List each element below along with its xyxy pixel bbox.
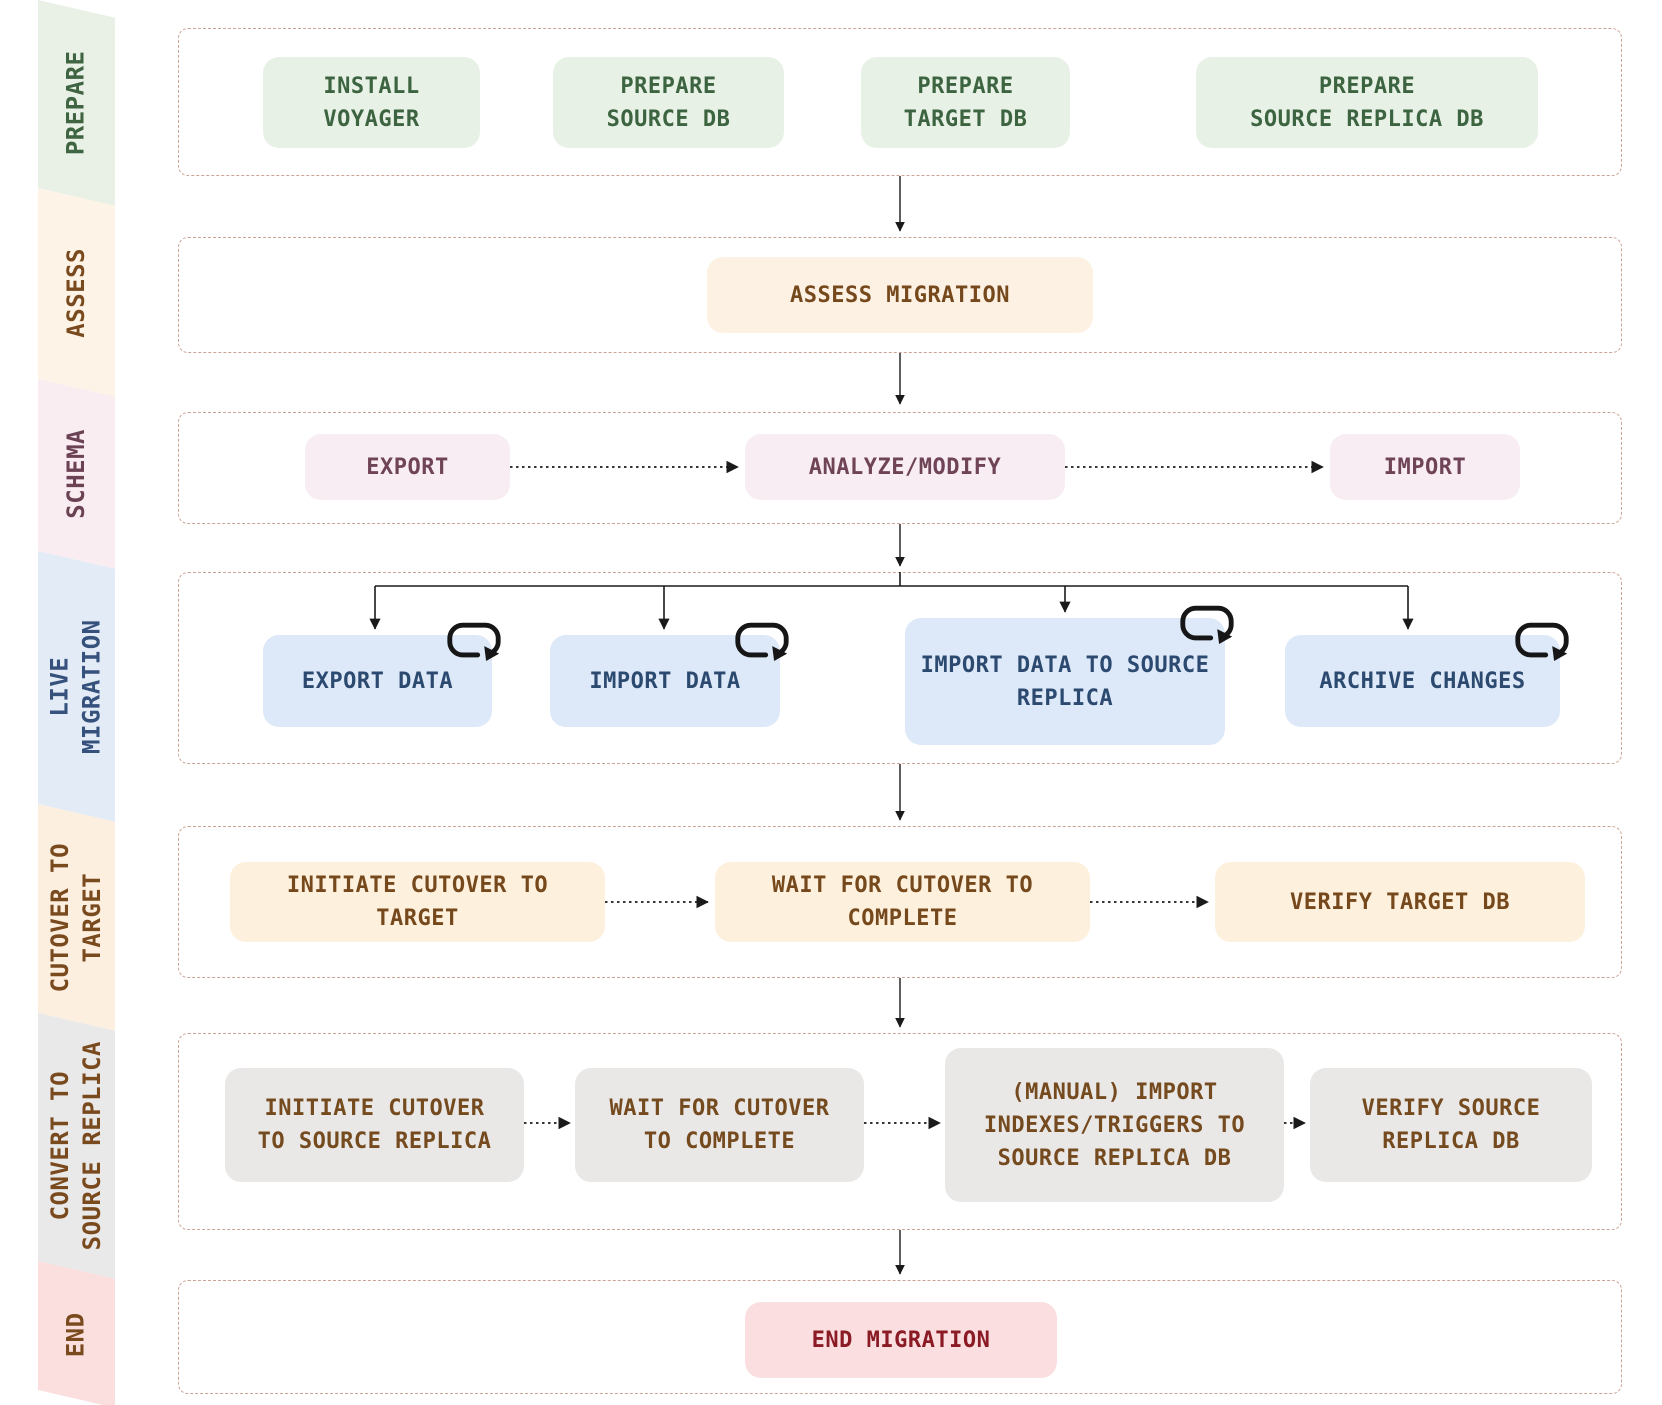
step-box-convert-to-source-replica-0: INITIATE CUTOVER TO SOURCE REPLICA	[225, 1068, 524, 1182]
step-label: IMPORT DATA TO SOURCE REPLICA	[920, 652, 1210, 711]
step-box-live-migration-1: IMPORT DATA	[550, 622, 789, 727]
step-label: ASSESS MIGRATION	[790, 282, 1010, 308]
step-label: END MIGRATION	[811, 1327, 991, 1353]
step-box-cutover-to-target-2: VERIFY TARGET DB	[1215, 862, 1585, 942]
step-label: INITIATE CUTOVER TO TARGET	[286, 873, 549, 931]
step-box-prepare-0: INSTALL VOYAGER	[263, 57, 480, 148]
step-box-live-migration-0: EXPORT DATA	[263, 622, 501, 727]
lane-end	[178, 1280, 1622, 1394]
step-label: EXPORT	[366, 454, 449, 480]
step-label: INITIATE CUTOVER TO SOURCE REPLICA	[257, 1096, 492, 1154]
step-box-live-migration-2: IMPORT DATA TO SOURCE REPLICA	[905, 605, 1234, 745]
lane-cutover-to-target	[178, 826, 1622, 978]
step-box-live-migration-3: ARCHIVE CHANGES	[1285, 622, 1569, 727]
step-label: IMPORT	[1383, 454, 1467, 480]
lane-assess	[178, 237, 1622, 353]
phase-band-end	[38, 1261, 115, 1405]
lane-prepare	[178, 28, 1622, 176]
step-box-schema-1: ANALYZE/MODIFY	[745, 434, 1065, 500]
step-label: PREPARE SOURCE DB	[606, 73, 731, 132]
step-label: EXPORT DATA	[301, 668, 454, 694]
step-box-convert-to-source-replica-3: VERIFY SOURCE REPLICA DB	[1310, 1068, 1592, 1182]
step-box-cutover-to-target-0: INITIATE CUTOVER TO TARGET	[230, 862, 605, 942]
step-label: INSTALL VOYAGER	[323, 73, 420, 132]
step-box-convert-to-source-replica-1: WAIT FOR CUTOVER TO COMPLETE	[575, 1068, 864, 1182]
step-label: VERIFY SOURCE REPLICA DB	[1361, 1096, 1541, 1154]
step-label: (MANUAL) IMPORT INDEXES/TRIGGERS TO SOUR…	[983, 1079, 1246, 1171]
step-box-prepare-1: PREPARE SOURCE DB	[553, 57, 784, 148]
phase-band-convert-to-source-replica	[38, 1013, 115, 1279]
step-box-prepare-3: PREPARE SOURCE REPLICA DB	[1196, 57, 1538, 148]
step-box-end-0: END MIGRATION	[745, 1302, 1057, 1378]
phase-band-live-migration	[38, 551, 115, 822]
step-label: WAIT FOR CUTOVER TO COMPLETE	[609, 1096, 830, 1154]
phase-band-assess	[38, 188, 115, 397]
step-label: IMPORT DATA	[589, 668, 741, 694]
step-box-assess-0: ASSESS MIGRATION	[707, 257, 1093, 333]
phase-band-schema	[38, 379, 115, 569]
step-label: VERIFY TARGET DB	[1290, 889, 1510, 915]
step-label: ARCHIVE CHANGES	[1319, 668, 1526, 694]
step-label: PREPARE SOURCE REPLICA DB	[1250, 73, 1484, 132]
step-box-cutover-to-target-1: WAIT FOR CUTOVER TO COMPLETE	[715, 862, 1090, 942]
step-box-schema-2: IMPORT	[1330, 434, 1520, 500]
lane-convert-to-source-replica	[178, 1033, 1622, 1230]
step-box-schema-0: EXPORT	[305, 434, 510, 500]
step-label: WAIT FOR CUTOVER TO COMPLETE	[771, 873, 1034, 931]
step-box-convert-to-source-replica-2: (MANUAL) IMPORT INDEXES/TRIGGERS TO SOUR…	[945, 1048, 1284, 1202]
phase-band-cutover-to-target	[38, 804, 115, 1031]
step-box-prepare-2: PREPARE TARGET DB	[861, 57, 1070, 148]
step-label: ANALYZE/MODIFY	[808, 454, 1002, 480]
step-label: PREPARE TARGET DB	[903, 73, 1028, 132]
lane-schema	[178, 412, 1622, 524]
phase-band-prepare	[38, 0, 115, 206]
